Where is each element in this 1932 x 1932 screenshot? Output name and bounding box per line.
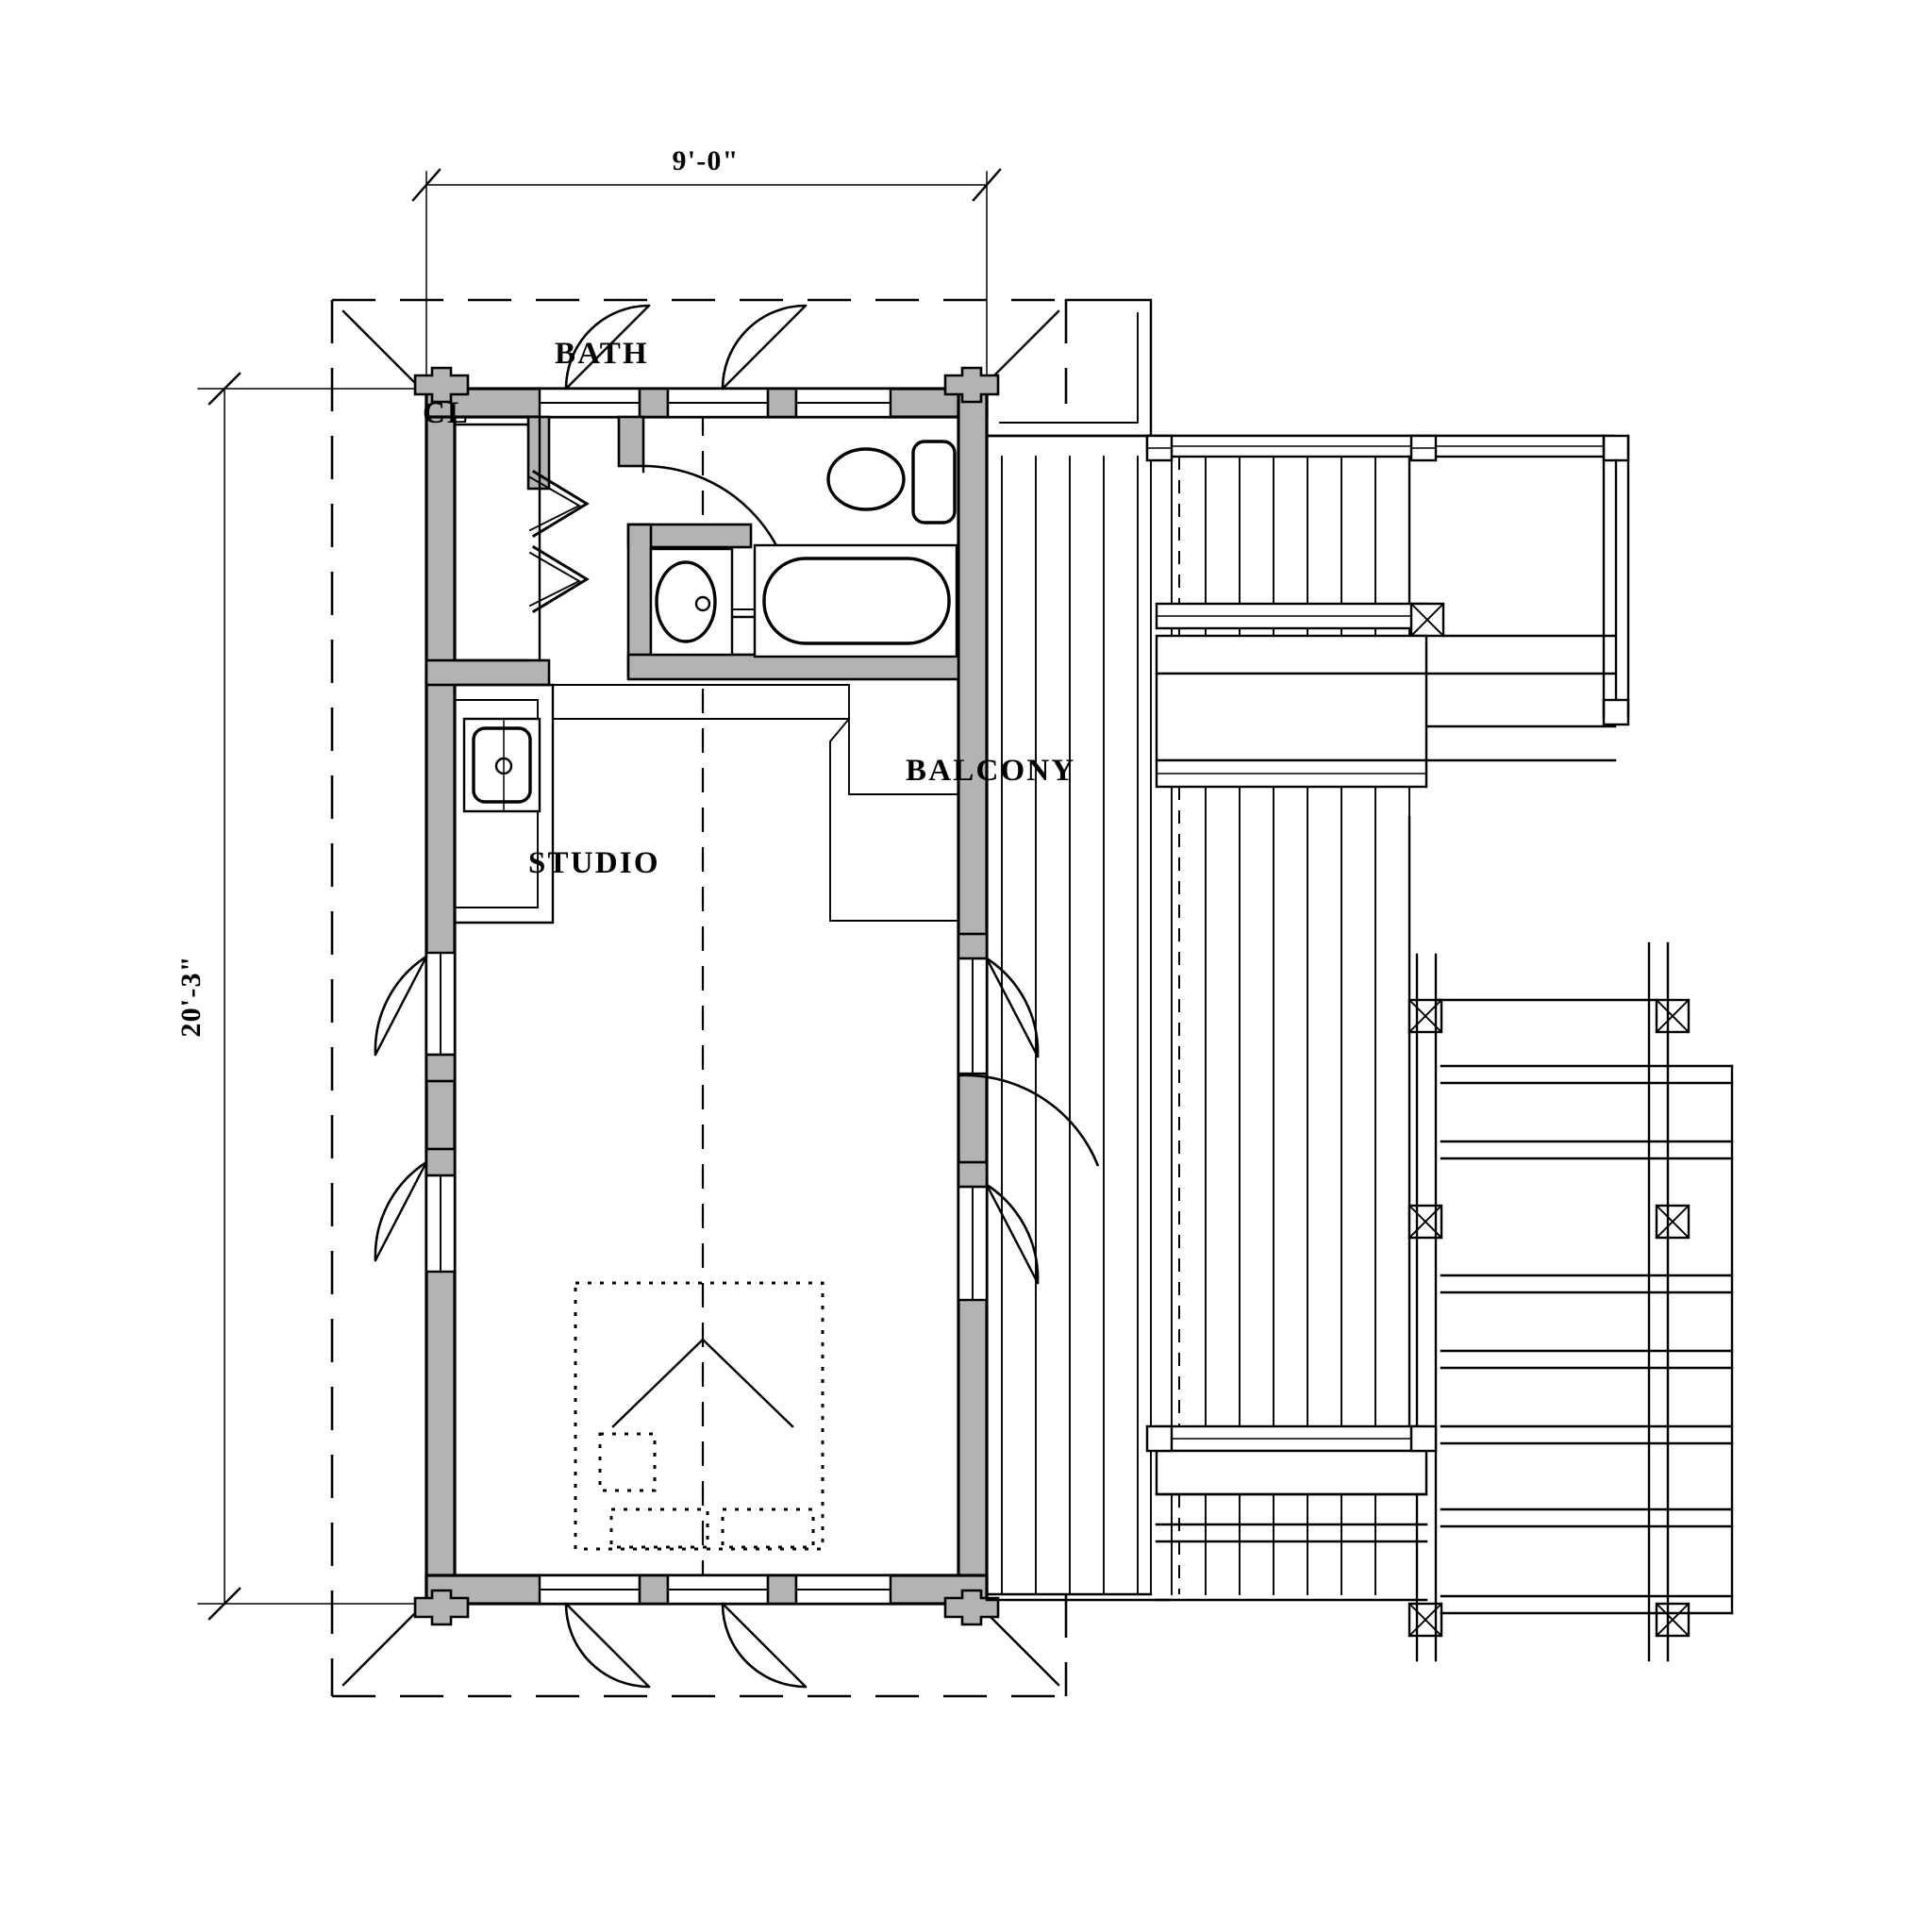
- bathtub-fixture: [753, 543, 958, 658]
- dimension-group-left: 20'-3": [175, 372, 430, 1621]
- balcony-rail-posts-top: [1145, 434, 1438, 462]
- closet-walls: [453, 415, 541, 662]
- south-door-swings: [564, 1602, 808, 1689]
- exterior-stair: [1415, 941, 1734, 1662]
- corner-posts: [413, 366, 1000, 1626]
- room-label-closet: CL: [423, 396, 470, 430]
- balcony-mid-rail: [1407, 998, 1690, 1638]
- kitchen-sink-fixture: [462, 717, 541, 813]
- west-wall-windows: [374, 951, 457, 1274]
- kitchen-counter-and-sink: [453, 683, 555, 924]
- room-label-studio: STUDIO: [528, 846, 660, 880]
- lavatory-fixture: [649, 547, 734, 657]
- dimension-width-label: 9'-0": [673, 145, 740, 176]
- upper-cabinet-outlines: [552, 684, 959, 922]
- dimension-group-top: 9'-0": [411, 145, 1002, 407]
- roof-overhang-outline: [330, 298, 1068, 1698]
- dotted-below-outline: [574, 1281, 824, 1551]
- balcony-upper-landing: [1155, 602, 1617, 789]
- upper-right-railing: [1602, 434, 1630, 726]
- room-label-balcony: BALCONY: [906, 754, 1075, 788]
- north-wall-openings: [538, 387, 892, 419]
- balcony-structure: [985, 298, 1734, 1662]
- east-wall-balcony-doors: [957, 932, 1100, 1302]
- toilet-fixture: [826, 440, 957, 525]
- dimension-depth-label: 20'-3": [175, 955, 207, 1037]
- south-wall-openings: [538, 1574, 892, 1606]
- north-door-swings: [564, 304, 808, 391]
- balcony-lower-landing: [1145, 1424, 1438, 1602]
- closet-bifold-doors: [528, 469, 590, 614]
- room-label-bath: BATH: [555, 337, 649, 371]
- bath-fixtures: [649, 440, 958, 658]
